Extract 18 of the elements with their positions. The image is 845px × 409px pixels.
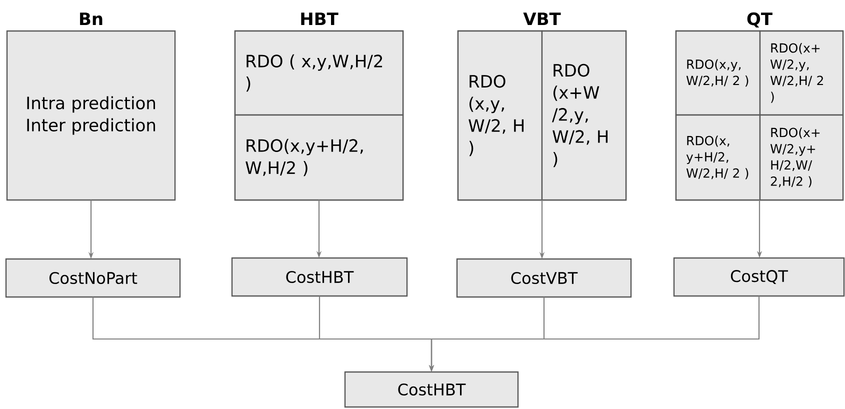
rdo-cell: RDO (x+W /2,y, W/2, H )	[541, 30, 627, 201]
cost-box: CostNoPart	[5, 258, 181, 298]
rdo-cell: RDO ( x,y,W,H/2 )	[234, 30, 404, 116]
heading: HBT	[301, 12, 338, 25]
heading: VBT	[523, 12, 561, 25]
rdo-cell: RDO(x, y+H/2, W/2,H/ 2 )	[675, 114, 761, 201]
cost-box: CostHBT	[231, 257, 408, 297]
cost-box: CostHBT	[344, 371, 519, 408]
rdo-cell: RDO(x,y+H/2, W,H/2 )	[234, 114, 404, 201]
rdo-cell: RDO(x,y, W/2,H/ 2 )	[675, 30, 761, 116]
rdo-cell: RDO (x,y, W/2, H )	[457, 30, 543, 201]
heading: Bn	[80, 12, 102, 25]
heading: QT	[747, 12, 772, 28]
cost-box: CostQT	[673, 257, 845, 297]
rdo-cell: RDO(x+ W/2,y, W/2,H/ 2 )	[759, 30, 844, 116]
cost-box: CostVBT	[456, 258, 632, 298]
rdo-cell: RDO(x+ W/2,y+ H/2,W/ 2,H/2 )	[759, 114, 844, 201]
prediction-box: Intra prediction Inter prediction	[6, 30, 176, 201]
